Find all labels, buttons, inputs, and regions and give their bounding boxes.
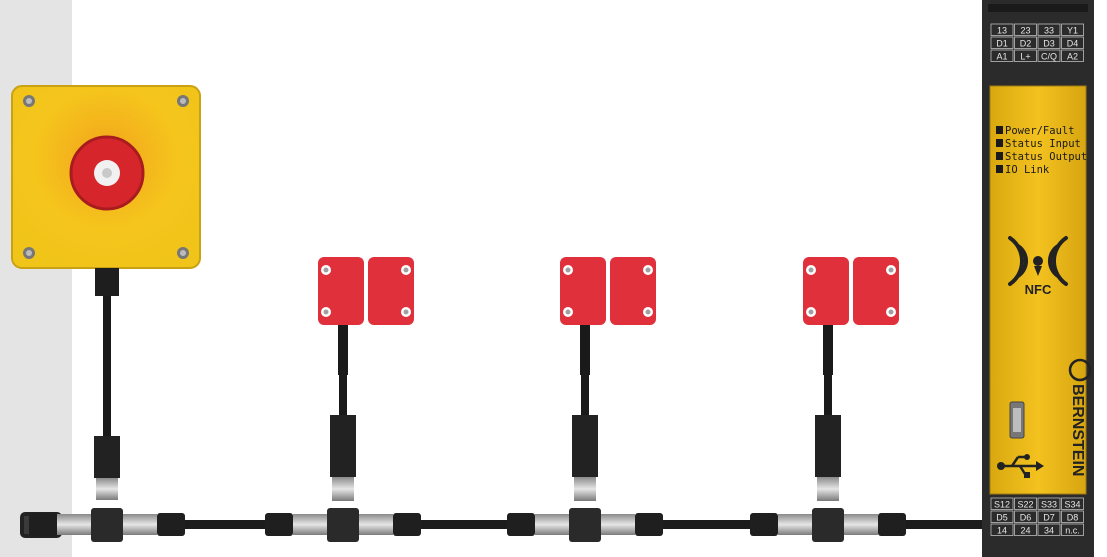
t-connector (507, 508, 663, 542)
terminal-label: D4 (1067, 39, 1079, 49)
safety-sensor (560, 257, 656, 501)
terminal-label: D2 (1020, 39, 1032, 49)
terminal-label: 14 (997, 526, 1007, 536)
t-connector (750, 508, 906, 542)
terminal-label: S22 (1017, 500, 1033, 510)
led-indicator (996, 165, 1003, 173)
t-connector (265, 508, 421, 542)
led-label: Status Output (1005, 151, 1087, 163)
terminal-label: S33 (1041, 500, 1057, 510)
cable-connector (94, 436, 120, 500)
emergency-stop-box (12, 86, 200, 268)
nfc-label: NFC (1025, 282, 1052, 297)
terminal-label: Y1 (1067, 26, 1078, 36)
led-indicator (996, 126, 1003, 134)
terminal-label: 24 (1020, 526, 1030, 536)
terminal-label: A1 (996, 52, 1007, 62)
terminal-label: S12 (994, 500, 1010, 510)
terminal-label: D6 (1020, 513, 1032, 523)
terminal-label: 23 (1020, 26, 1030, 36)
led-indicator (996, 152, 1003, 160)
terminal-label: D7 (1043, 513, 1055, 523)
led-indicator (996, 139, 1003, 147)
terminal-label: D5 (996, 513, 1008, 523)
terminal-label: L+ (1020, 52, 1030, 62)
safety-sensor (803, 257, 899, 501)
terminal-label: D8 (1067, 513, 1079, 523)
terminal-label: D3 (1043, 39, 1055, 49)
brand-name: BERNSTEIN (1069, 384, 1086, 476)
led-label: IO Link (1005, 164, 1050, 176)
terminal-label: 33 (1044, 26, 1054, 36)
terminal-label: S34 (1064, 500, 1080, 510)
terminal-label: 13 (997, 26, 1007, 36)
terminal-label: D1 (996, 39, 1008, 49)
terminal-label: A2 (1067, 52, 1078, 62)
terminal-label: C/Q (1041, 52, 1057, 62)
safety-sensor (318, 257, 414, 501)
led-label: Power/Fault (1005, 125, 1075, 137)
terminal-label: 34 (1044, 526, 1054, 536)
led-label: Status Input (1005, 138, 1081, 150)
terminal-label: n.c. (1065, 526, 1080, 536)
